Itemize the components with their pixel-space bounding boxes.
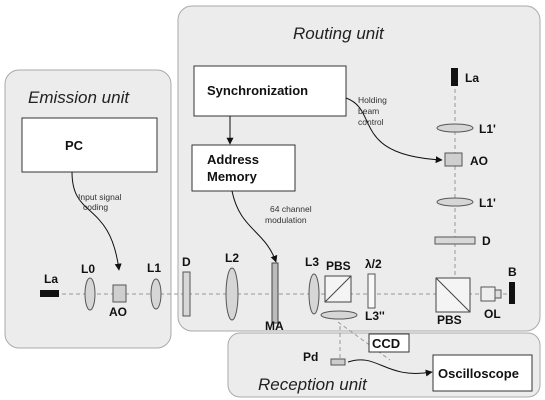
l1p-upper-label: L1' — [479, 122, 496, 136]
holding-beam-arrow — [345, 97, 443, 164]
lens-l3pp-icon — [320, 310, 358, 320]
holding-beam-note-2: beam — [358, 106, 379, 116]
b-label: B — [508, 265, 517, 279]
channel-mod-note-2: modulation — [265, 215, 307, 225]
objective-ol-icon — [480, 286, 496, 302]
objective-ol-tip — [494, 289, 502, 299]
la-top-label: La — [465, 71, 479, 85]
lens-l2-icon — [225, 267, 239, 321]
input-signal-note-1: Input signal — [78, 192, 122, 202]
diffuser-d-right-icon — [434, 236, 476, 245]
pbs-right-label: PBS — [437, 313, 462, 327]
modulation-arrow — [231, 190, 278, 263]
synchronization-label: Synchronization — [207, 83, 308, 98]
lens-l0-icon — [84, 277, 96, 311]
l1-label: L1 — [147, 261, 161, 275]
input-signal-note-2: coding — [83, 202, 108, 212]
ccd-box — [368, 333, 410, 353]
half-wave-label: λ/2 — [365, 257, 382, 271]
synchronization-box — [193, 65, 347, 117]
oscilloscope-label: Oscilloscope — [438, 366, 519, 381]
input-signal-arrow — [71, 171, 122, 271]
la-left-label: La — [44, 272, 58, 286]
routing-unit-title: Routing unit — [293, 24, 385, 43]
l2-label: L2 — [225, 251, 239, 265]
l3pp-label: L3'' — [365, 309, 385, 323]
laser-left-icon — [40, 290, 59, 297]
pd-label: Pd — [303, 350, 318, 364]
channel-mod-note-1: 64 channel — [270, 204, 312, 214]
pbs-right-diagonal — [435, 277, 471, 313]
pd-to-oscilloscope-arrow — [347, 359, 433, 377]
ao-right-icon — [444, 152, 463, 167]
address-memory-box — [191, 144, 296, 192]
d-main-label: D — [182, 255, 191, 269]
oscilloscope-box — [432, 354, 533, 392]
lens-l1-icon — [150, 278, 162, 310]
holding-beam-note-3: control — [358, 117, 384, 127]
l0-label: L0 — [81, 262, 95, 276]
l1p-lower-label: L1' — [479, 196, 496, 210]
pbs-mid-label: PBS — [326, 259, 351, 273]
emission-unit-title: Emission unit — [28, 88, 130, 107]
ao-left-label: AO — [109, 305, 127, 319]
ma-modulator-icon — [271, 262, 279, 324]
pc-box — [21, 117, 158, 173]
lens-l1p-upper-icon — [436, 123, 474, 133]
diffuser-d-main-icon — [182, 271, 191, 317]
reception-unit-title: Reception unit — [258, 375, 368, 394]
half-wave-plate-icon — [367, 273, 376, 309]
ma-label: MA — [265, 319, 284, 333]
ccd-label: CCD — [372, 336, 400, 351]
l3-label: L3 — [305, 255, 319, 269]
pc-label: PC — [65, 138, 84, 153]
ol-label: OL — [484, 307, 501, 321]
ao-right-label: AO — [470, 154, 488, 168]
holding-beam-note-1: Holding — [358, 95, 387, 105]
address-memory-label-1: Address — [207, 152, 259, 167]
pbs-mid-diagonal — [324, 275, 352, 303]
laser-top-icon — [451, 68, 458, 86]
sample-b-icon — [509, 282, 515, 304]
address-memory-label-2: Memory — [207, 169, 258, 184]
detection-beam — [337, 321, 391, 361]
photodiode-pd-icon — [330, 358, 346, 366]
lens-l3-icon — [308, 273, 320, 315]
ao-left-icon — [112, 284, 127, 303]
d-right-label: D — [482, 234, 491, 248]
lens-l1p-lower-icon — [436, 197, 474, 207]
